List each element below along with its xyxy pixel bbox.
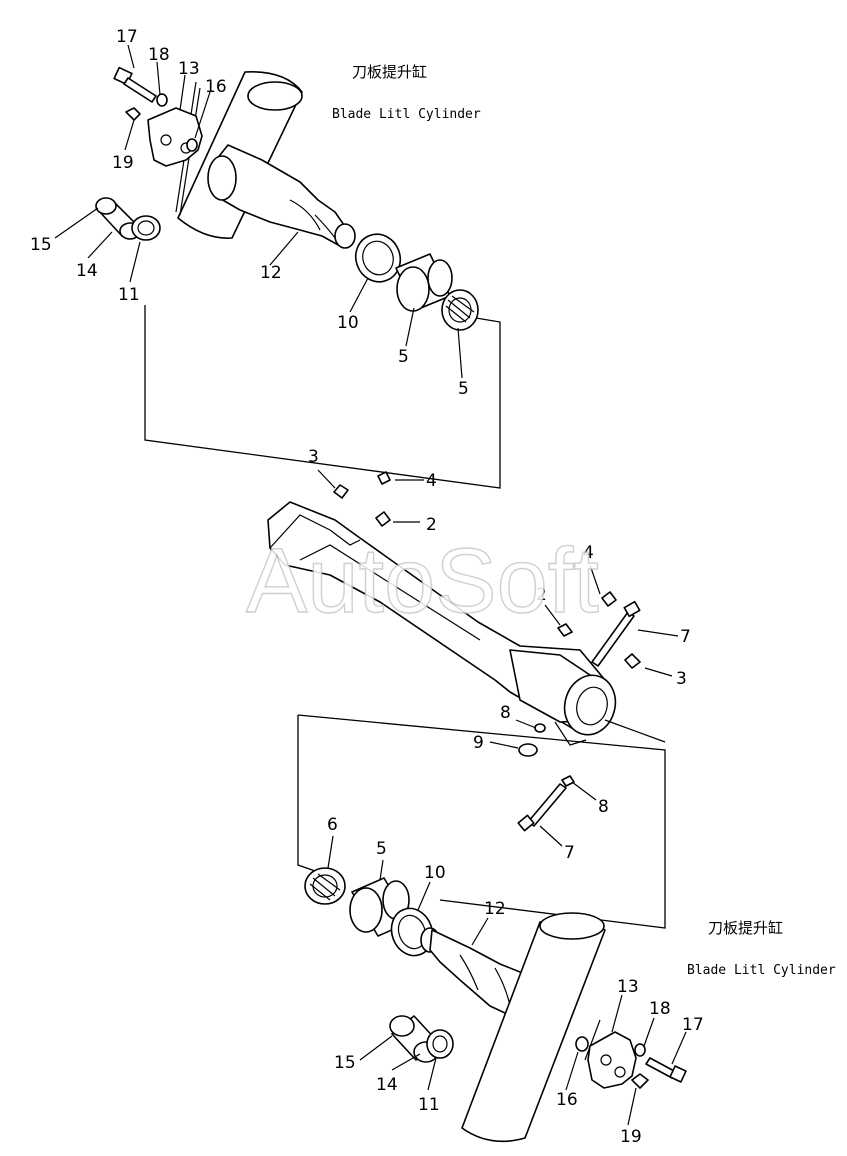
callout-19-bottom: 19 xyxy=(620,1127,642,1147)
callout-15-top: 15 xyxy=(30,235,52,255)
bolt-7-lower xyxy=(517,783,567,832)
callout-8b-mid: 8 xyxy=(598,797,609,817)
bottom-cap xyxy=(587,1031,637,1089)
callout-7-mid: 7 xyxy=(680,627,691,647)
callout-17-bottom: 17 xyxy=(682,1015,704,1035)
top-washer xyxy=(156,93,168,107)
callout-16-bottom: 16 xyxy=(556,1090,578,1110)
callout-14-top: 14 xyxy=(76,261,98,281)
callout-3-mid: 3 xyxy=(308,447,319,467)
top-ring-14 xyxy=(131,215,161,241)
top-rod-end xyxy=(207,144,356,249)
callout-5-top: 5 xyxy=(398,347,409,367)
nut-9 xyxy=(518,743,538,757)
bottom-washer xyxy=(634,1043,646,1057)
callout-6-bottom: 6 xyxy=(327,815,338,835)
callout-11-top: 11 xyxy=(118,285,140,305)
callout-10-bottom: 10 xyxy=(424,863,446,883)
fitting-2b xyxy=(557,623,573,637)
callout-13-top: 13 xyxy=(178,59,200,79)
callout-14-bottom: 14 xyxy=(376,1075,398,1095)
leader-lines xyxy=(54,44,687,1126)
top-dowel xyxy=(186,138,198,152)
caption-top-english: Blade Litl Cylinder xyxy=(332,107,481,122)
callout-4-mid: 4 xyxy=(426,471,437,491)
fitting-3a xyxy=(333,484,349,499)
callout-18-top: 18 xyxy=(148,45,170,65)
callout-11-bottom: 11 xyxy=(418,1095,440,1115)
top-seal-10 xyxy=(354,233,402,283)
top-bolt xyxy=(113,66,157,103)
callout-15-bottom: 15 xyxy=(334,1053,356,1073)
top-bearing xyxy=(441,289,479,331)
callout-13-bottom: 13 xyxy=(617,977,639,997)
callout-numbers: 17 18 13 16 19 15 14 11 12 10 5 5 3 4 2 … xyxy=(30,27,704,1147)
callout-5b-top: 5 xyxy=(458,379,469,399)
bottom-bearing xyxy=(304,867,346,905)
callout-12-top: 12 xyxy=(260,263,282,283)
callout-19-top: 19 xyxy=(112,153,134,173)
top-bushing-5 xyxy=(395,253,453,312)
callout-12-bottom: 12 xyxy=(484,899,506,919)
bottom-fitting xyxy=(631,1073,649,1089)
fitting-3b xyxy=(624,653,641,669)
bottom-bolt xyxy=(645,1057,687,1083)
bottom-ring-14 xyxy=(426,1029,454,1059)
cylinder-assembly xyxy=(144,305,666,929)
washer-8a xyxy=(534,723,546,733)
caption-top-chinese: 刀板提升缸 xyxy=(352,63,427,81)
cylinder-end xyxy=(509,649,617,746)
callout-18-bottom: 18 xyxy=(649,999,671,1019)
top-assembly xyxy=(95,66,479,331)
callout-7b-mid: 7 xyxy=(564,843,575,863)
watermark: AutoSoft xyxy=(246,530,599,632)
upper-guide-frame xyxy=(144,305,501,489)
callout-9-mid: 9 xyxy=(473,733,484,753)
fitting-4a xyxy=(377,471,391,485)
top-cap xyxy=(147,107,203,167)
callout-2b-mid: 2 xyxy=(536,585,547,605)
callout-2-mid: 2 xyxy=(426,515,437,535)
callout-10-top: 10 xyxy=(337,313,359,333)
bolt-7-upper xyxy=(591,600,641,667)
caption-bottom-chinese: 刀板提升缸 xyxy=(708,919,783,937)
fitting-2a xyxy=(375,511,391,527)
captions: 刀板提升缸 Blade Litl Cylinder 刀板提升缸 Blade Li… xyxy=(332,63,836,978)
bottom-mount-tube xyxy=(461,912,606,1143)
fitting-4b xyxy=(601,591,617,607)
callout-3b-mid: 3 xyxy=(676,669,687,689)
washer-8b xyxy=(561,775,575,787)
callout-4b-mid: 4 xyxy=(583,543,594,563)
callout-16-top: 16 xyxy=(205,77,227,97)
bottom-dowel xyxy=(575,1036,589,1052)
callout-5-bottom: 5 xyxy=(376,839,387,859)
callout-17-top: 17 xyxy=(116,27,138,47)
bottom-assembly xyxy=(304,867,687,1143)
callout-8-mid: 8 xyxy=(500,703,511,723)
top-fitting xyxy=(125,107,141,121)
lower-guide-frame xyxy=(297,714,666,929)
caption-bottom-english: Blade Litl Cylinder xyxy=(687,963,836,978)
